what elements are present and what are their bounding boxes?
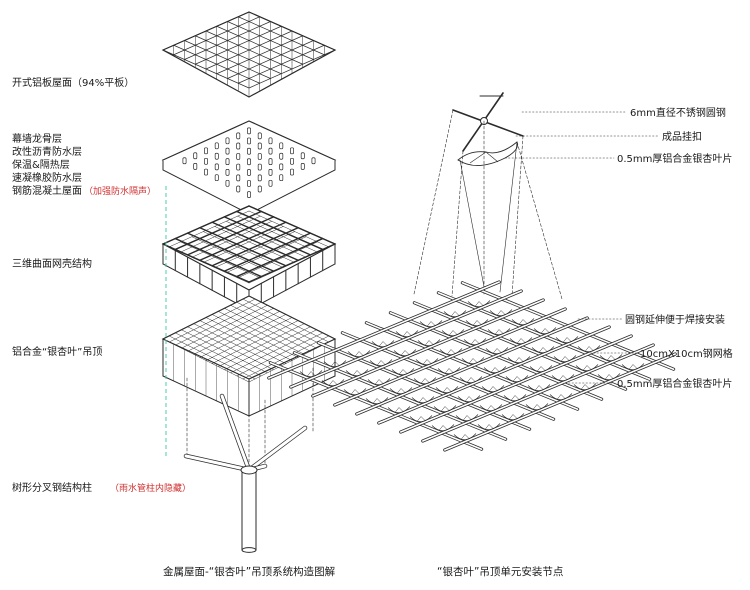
label-ginkgo-leaf-sheet-top: 0.5mm厚铝合金银杏叶片 — [617, 154, 733, 165]
label-steel-grid: 10cmX10cm钢网格 — [640, 349, 733, 360]
label-bar-extension-welding: 圆钢延伸便于焊接安装 — [625, 315, 725, 326]
label-concrete-roof-note: （加强防水隔声） — [84, 187, 157, 197]
label-modified-asphalt-waterproof: 改性沥青防水层 — [12, 147, 82, 158]
label-concrete-roof: 钢筋混凝土屋面 — [12, 186, 82, 197]
concrete-keel-layer — [161, 120, 337, 215]
steel-bar-grid — [267, 280, 677, 452]
label-leader-lines — [504, 111, 660, 384]
label-insulation-layer: 保温&隔热层 — [12, 160, 70, 171]
roof-panel-layer — [161, 11, 337, 98]
label-stainless-round-bar: 6mm直径不锈钢圆钢 — [630, 108, 726, 119]
caption-right-diagram: “银杏叶”吊顶单元安装节点 — [437, 566, 564, 578]
label-open-aluminum-roof: 开式铝板屋面（94%平板） — [12, 78, 135, 89]
label-3d-curved-lattice-shell: 三维曲面网壳结构 — [12, 259, 92, 270]
label-curtain-wall-keel-layer: 幕墙龙骨层 — [12, 134, 62, 145]
label-hook-clip: 成品挂扣 — [662, 132, 702, 143]
lattice-shell-layer — [161, 205, 337, 311]
label-rubber-waterproof-layer: 速凝橡胶防水层 — [12, 173, 82, 184]
ginkgo-ceiling-layer — [161, 295, 337, 417]
label-aluminum-ginkgo-ceiling: 铝合金“银杏叶”吊顶 — [12, 347, 103, 358]
roof-layer-exploded-axonometric — [161, 11, 337, 553]
label-ginkgo-leaf-sheet-bottom: 0.5mm厚铝合金银杏叶片 — [617, 379, 733, 390]
label-column-note: （雨水管柱内隐藏） — [110, 484, 192, 494]
caption-left-diagram: 金属屋面-“银杏叶”吊顶系统构造图解 — [163, 566, 336, 578]
ginkgo-ceiling-unit-detail — [267, 92, 677, 452]
label-tree-branching-steel-column: 树形分叉钢结构柱 — [12, 483, 92, 494]
suspended-leaf-unit — [413, 92, 563, 300]
tree-column — [165, 186, 314, 553]
